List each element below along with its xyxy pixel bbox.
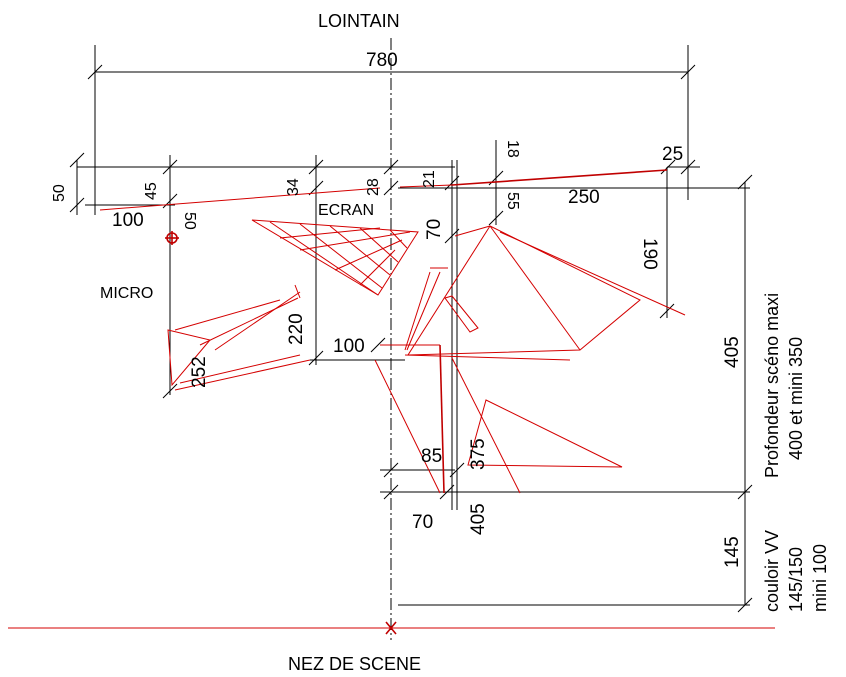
dim-45: 45 <box>143 182 160 200</box>
dim-70-vert: 70 <box>424 219 445 240</box>
dim-34: 34 <box>285 178 302 196</box>
set-left-lower <box>167 284 311 391</box>
dimension-220 <box>310 337 405 361</box>
dim-220: 220 <box>286 313 307 345</box>
label-nez-de-scene: NEZ DE SCENE <box>288 654 421 674</box>
dimension-405-right <box>380 174 753 613</box>
dimension-780 <box>87 45 696 215</box>
label-corridor-line2: 145/150 <box>786 547 806 612</box>
dim-18: 18 <box>504 140 521 158</box>
dim-252: 252 <box>189 356 210 388</box>
set-lower-triangle <box>467 399 623 468</box>
label-lointain: LOINTAIN <box>318 11 400 31</box>
dim-55: 55 <box>504 192 521 210</box>
dimension-50-left <box>69 152 85 215</box>
label-ecran: ECRAN <box>318 202 374 219</box>
dim-21: 21 <box>421 170 438 188</box>
dimension-lower <box>380 462 465 500</box>
set-upper-rail <box>99 169 668 211</box>
set-right-block <box>407 225 686 356</box>
label-micro: MICRO <box>100 285 153 302</box>
set-center-lines <box>374 267 571 494</box>
dim-70-bottom: 70 <box>412 512 433 533</box>
dim-145: 145 <box>722 536 743 568</box>
dim-780: 780 <box>366 50 398 71</box>
label-depth-line1: Profondeur scéno maxi <box>762 293 782 478</box>
dim-50-vert: 50 <box>181 212 198 230</box>
dim-28: 28 <box>365 178 382 196</box>
dim-405-bottom: 405 <box>468 503 489 535</box>
dim-250: 250 <box>568 187 600 208</box>
center-mark-x <box>385 621 397 635</box>
dim-25: 25 <box>662 144 683 165</box>
dim-100-center: 100 <box>333 336 365 357</box>
microphone-symbol <box>165 231 179 245</box>
dim-405-right: 405 <box>722 336 743 368</box>
label-depth-line2: 400 et mini 350 <box>786 337 806 460</box>
dim-85: 85 <box>421 446 442 467</box>
screen-ecran <box>251 219 419 296</box>
dim-190: 190 <box>639 238 660 270</box>
label-corridor-line3: mini 100 <box>810 544 830 612</box>
dim-375: 375 <box>468 438 489 470</box>
dim-100-left: 100 <box>112 210 144 231</box>
label-corridor-line1: couloir VV <box>762 530 782 612</box>
dimension-ticks-right <box>398 140 750 510</box>
dim-50-left: 50 <box>51 184 68 202</box>
